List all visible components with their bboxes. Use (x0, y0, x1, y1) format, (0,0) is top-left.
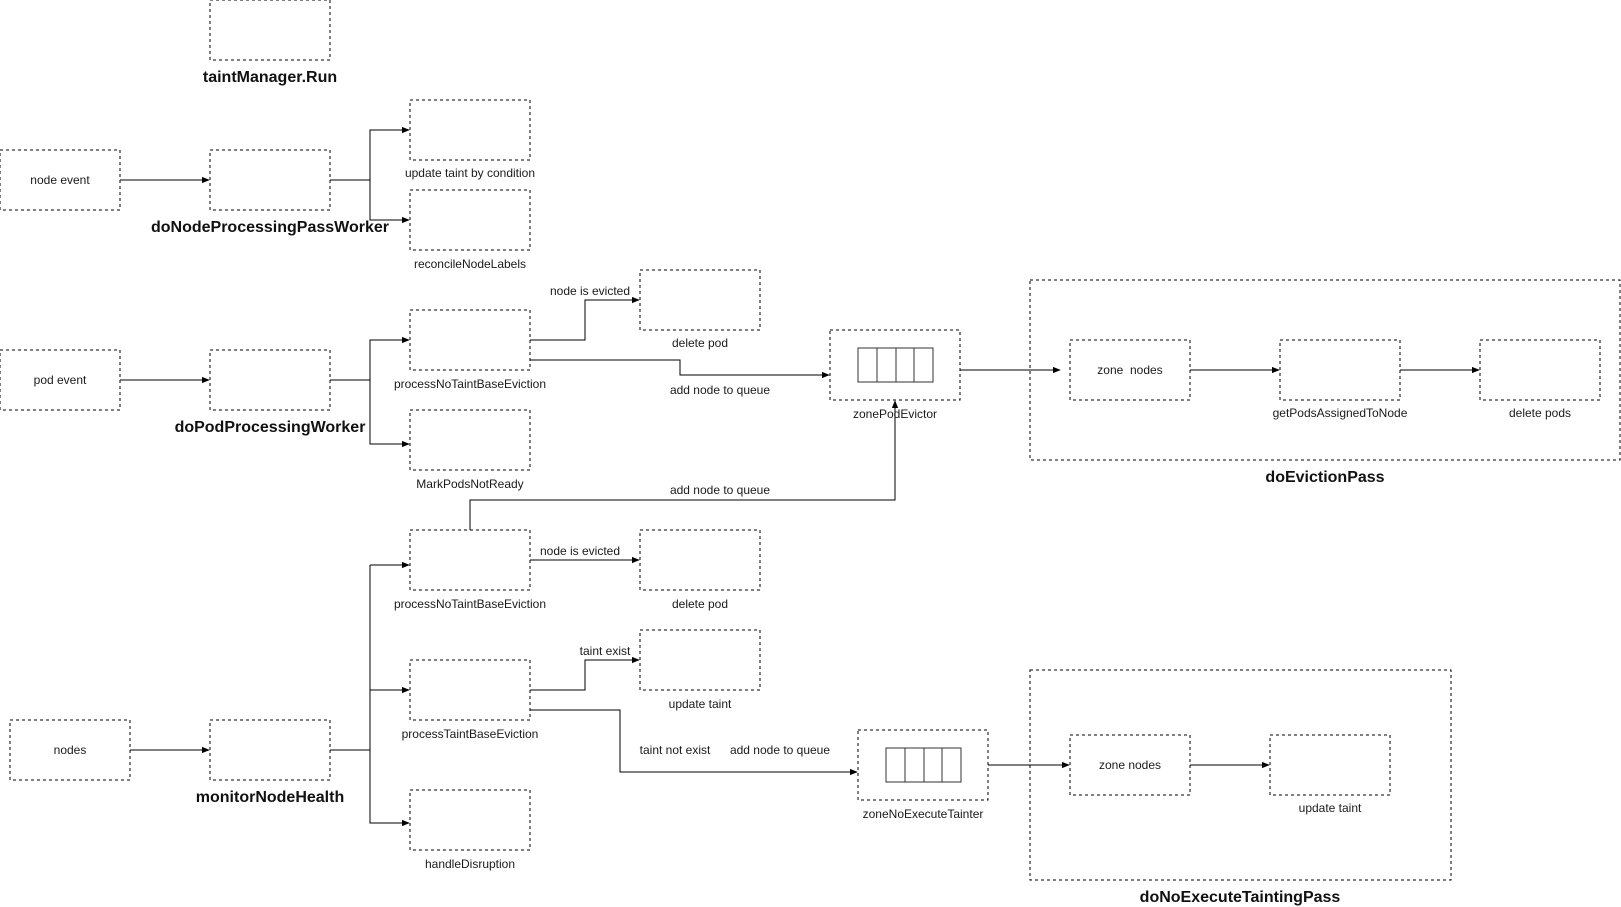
mark-pods-not-ready-label: MarkPodsNotReady (416, 477, 523, 491)
pod-event-box (0, 349, 121, 411)
zone-nodes-box-1 (1069, 339, 1191, 401)
pod-processing-worker-box (209, 349, 331, 411)
get-pods-assigned-to-node-label: getPodsAssignedToNode (1273, 406, 1408, 420)
pod-event-label: pod event (34, 373, 87, 387)
edge-monitor-trunk (330, 565, 371, 751)
title-monitor-node-health: monitorNodeHealth (196, 789, 344, 806)
reconcile-node-labels-label: reconcileNodeLabels (414, 257, 526, 271)
title-eviction-pass: doEvictionPass (1265, 469, 1384, 486)
title-pod-processing-worker: doPodProcessingWorker (175, 419, 366, 436)
edge-process-to-evictor (530, 359, 830, 379)
edge-pod-worker-to-mark (369, 380, 410, 448)
process-taint-base-eviction-label: processTaintBaseEviction (402, 727, 539, 741)
process-taint-base-eviction-box (409, 659, 531, 721)
title-taint-manager-run: taintManager.Run (203, 69, 337, 86)
update-taint-box-1 (639, 629, 761, 691)
edge-label-taint-exist: taint exist (580, 644, 631, 658)
monitor-node-health-box (209, 719, 331, 781)
edge-pod-worker-to-process (330, 336, 410, 381)
mark-pods-not-ready-box (409, 409, 531, 471)
edge-worker-to-reconcile (369, 180, 410, 224)
reconcile-node-labels-box (409, 189, 531, 251)
update-taint-label-2: update taint (1299, 801, 1362, 815)
edge-label-taint-not-exist: taint not exist (640, 743, 711, 757)
get-pods-assigned-to-node-box (1279, 339, 1401, 401)
node-event-box (0, 149, 121, 211)
edge-label-node-is-evicted-1: node is evicted (550, 284, 630, 298)
update-taint-by-condition-box (409, 99, 531, 161)
nodes-label: nodes (54, 743, 87, 757)
node-event-label: node event (30, 173, 90, 187)
handle-disruption-box (409, 789, 531, 851)
edge-label-add-node-to-queue-1: add node to queue (670, 383, 770, 397)
edge-worker-to-update-taint (330, 126, 410, 181)
zone-nodes-label-1: zone nodes (1097, 363, 1162, 377)
edge-process-to-delete-pod (530, 296, 640, 341)
zone-nodes-box-2 (1069, 734, 1191, 796)
zone-no-execute-tainter-label: zoneNoExecuteTainter (863, 807, 984, 821)
zone-pod-evictor-queue-icon (857, 347, 934, 383)
zone-pod-evictor-label: zonePodEvictor (853, 407, 937, 421)
taint-manager-run-box (209, 0, 331, 61)
update-taint-label-1: update taint (669, 697, 732, 711)
update-taint-by-condition-label: update taint by condition (405, 166, 535, 180)
zone-nodes-label-2: zone nodes (1099, 758, 1161, 772)
process-no-taint-base-eviction-label-1: processNoTaintBaseEviction (394, 377, 546, 391)
delete-pods-label: delete pods (1509, 406, 1571, 420)
process-no-taint-base-eviction-box-1 (409, 309, 531, 371)
title-no-execute-tainting-pass: doNoExecuteTaintingPass (1140, 889, 1341, 906)
nodes-box (9, 719, 131, 781)
delete-pod-label-1: delete pod (672, 336, 728, 350)
delete-pod-label-2: delete pod (672, 597, 728, 611)
edge-label-add-node-to-queue-3: add node to queue (730, 743, 830, 757)
edge-process2-to-evictor (469, 400, 899, 530)
delete-pod-box-1 (639, 269, 761, 331)
edge-label-node-is-evicted-2: node is evicted (540, 544, 620, 558)
edge-label-add-node-to-queue-2: add node to queue (670, 483, 770, 497)
handle-disruption-label: handleDisruption (425, 857, 515, 871)
delete-pod-box-2 (639, 529, 761, 591)
edge-monitor-to-handle-disruption (369, 750, 410, 827)
zone-no-execute-tainter-queue-icon (885, 747, 962, 783)
process-no-taint-base-eviction-label-2: processNoTaintBaseEviction (394, 597, 546, 611)
delete-pods-box (1479, 339, 1601, 401)
title-node-processing-worker: doNodeProcessingPassWorker (151, 219, 389, 236)
process-no-taint-base-eviction-box-2 (409, 529, 531, 591)
edge-taint-to-tainter (530, 709, 858, 776)
update-taint-box-2 (1269, 734, 1391, 796)
edge-taint-to-update-taint (530, 656, 640, 691)
node-processing-worker-box (209, 149, 331, 211)
